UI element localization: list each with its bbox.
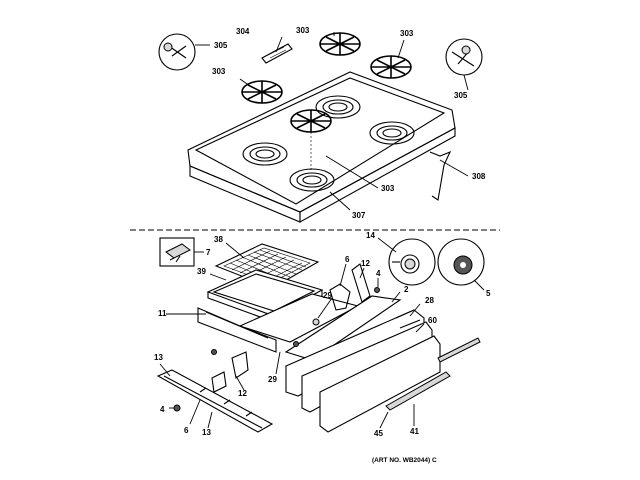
detail-circle-14 <box>388 238 436 286</box>
screw <box>211 349 217 355</box>
callout-39: 39 <box>197 267 206 276</box>
callout-29-lower: 29 <box>268 375 277 384</box>
callout-12-upper: 12 <box>361 259 370 268</box>
broiler-drawer-assembly: 7 38 39 11 6 12 29 14 5 4 2 28 60 13 12 … <box>154 231 491 464</box>
trim-strip <box>385 371 451 411</box>
callout-12-lower: 12 <box>238 389 247 398</box>
callout-305-right: 305 <box>454 91 468 100</box>
cooktop-panel <box>187 71 456 213</box>
callout-304: 304 <box>236 27 250 36</box>
drawer-front-45 <box>319 335 441 433</box>
drawer-frame <box>197 293 360 353</box>
burner-grate <box>241 80 283 104</box>
callout-38: 38 <box>214 235 223 244</box>
callout-28: 28 <box>425 296 434 305</box>
burner-front-left <box>242 142 288 166</box>
burner-grate <box>370 55 412 79</box>
callout-45: 45 <box>374 429 383 438</box>
callout-5: 5 <box>486 289 491 298</box>
callout-6-lower: 6 <box>184 426 189 435</box>
bottom-rail <box>156 369 274 433</box>
burner-grate <box>290 109 332 133</box>
callout-14: 14 <box>366 231 375 240</box>
callout-303-grate-right: 303 <box>400 29 414 38</box>
callout-303-grate-left: 303 <box>212 67 226 76</box>
callout-60: 60 <box>428 316 437 325</box>
callout-13-lower: 13 <box>202 428 211 437</box>
cooktop-assembly: 304 305 303 303 303 305 308 303 307 <box>158 26 486 223</box>
callout-4-lower: 4 <box>160 405 165 414</box>
burner-rear-left <box>315 95 361 119</box>
detail-box-7 <box>159 237 195 267</box>
detail-circle-5 <box>437 238 485 286</box>
burner-grate <box>319 32 361 56</box>
side-bracket <box>329 283 351 311</box>
callout-308: 308 <box>472 172 486 181</box>
burner-rear-right <box>369 121 415 145</box>
callout-13-upper: 13 <box>154 353 163 362</box>
callout-4-upper: 4 <box>376 269 381 278</box>
screw <box>293 341 299 347</box>
detail-circle-305-right <box>445 38 483 76</box>
leveling-screw <box>173 404 181 412</box>
callout-303-grate-top: 303 <box>296 26 310 35</box>
callout-303-grate-center: 303 <box>381 184 395 193</box>
burner-front-right <box>289 168 335 192</box>
screw <box>374 287 380 293</box>
igniter-part <box>261 43 293 64</box>
callout-6-upper: 6 <box>345 255 350 264</box>
trim-strip-top <box>437 337 481 363</box>
back-panel <box>284 295 402 361</box>
callout-11: 11 <box>158 309 167 318</box>
callout-29-upper: 29 <box>323 291 332 300</box>
callout-305-left: 305 <box>214 41 228 50</box>
art-number: (ART NO. WB2044) C <box>372 457 437 464</box>
callout-307: 307 <box>352 211 366 220</box>
bracket-12-lower <box>231 351 249 379</box>
callout-2: 2 <box>404 285 409 294</box>
callout-7: 7 <box>206 248 211 257</box>
callout-41: 41 <box>410 427 419 436</box>
detail-circle-305-left <box>158 33 196 71</box>
wire-clip-part <box>429 150 452 201</box>
